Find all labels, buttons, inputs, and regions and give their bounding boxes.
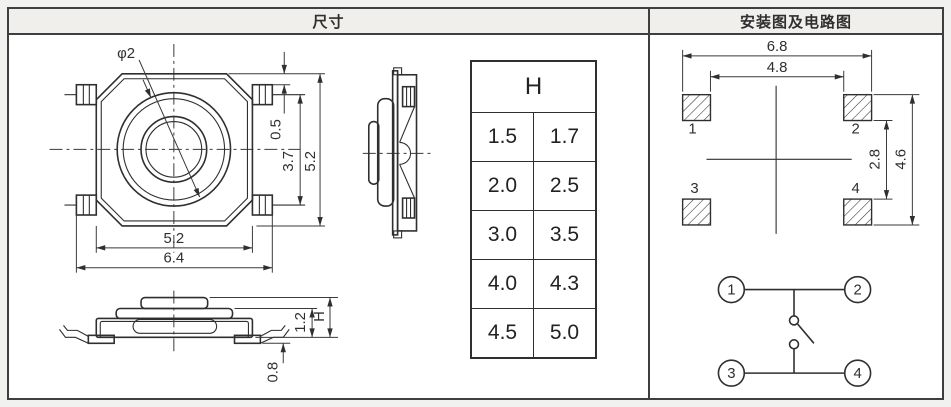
pad-label-3: 3 <box>690 181 698 197</box>
front-view-dimensions: 1.2 H 0.8 <box>209 297 338 383</box>
dim-label-4-6: 4.6 <box>893 149 909 170</box>
dim-label-6-4: 6.4 <box>163 251 184 267</box>
table-cell: 4.3 <box>533 259 597 309</box>
pad-label-4: 4 <box>852 181 860 197</box>
dim-label-3-7: 3.7 <box>281 151 297 172</box>
table-cell: 4.0 <box>470 259 534 309</box>
circuit-diagram: 1 2 3 4 <box>717 275 872 387</box>
mounting-panel: 1 2 3 4 6.8 4.8 <box>650 35 942 398</box>
switch-contact-bottom <box>788 339 800 350</box>
mounting-drawing: 1 2 3 4 6.8 4.8 <box>681 39 920 387</box>
terminal-label-4: 4 <box>854 366 862 382</box>
pad-1 <box>681 93 712 122</box>
table-row: 3.0 3.5 <box>470 210 597 260</box>
mounting-title: 安装图及电路图 <box>739 13 852 31</box>
dim-label-phi2: φ2 <box>117 46 135 62</box>
pad-4 <box>843 198 873 226</box>
terminal-4: 4 <box>843 359 872 387</box>
height-options-table: H 1.5 1.7 2.0 2.5 3.0 3.5 <box>470 60 597 359</box>
height-table-title: H <box>470 60 597 113</box>
dim-label-0-5: 0.5 <box>268 119 284 140</box>
table-row: 1.5 1.7 <box>470 112 597 162</box>
table-cell: 2.0 <box>470 161 534 211</box>
top-view <box>49 43 306 253</box>
dim-label-H: H <box>312 311 328 322</box>
drawing-frame: 尺寸 安装图及电路图 <box>7 7 944 400</box>
front-view <box>59 290 290 356</box>
lead-bottom-right <box>251 194 306 216</box>
table-cell: 1.7 <box>533 112 597 162</box>
table-cell: 5.0 <box>533 308 597 359</box>
terminal-label-2: 2 <box>854 283 862 299</box>
pad-layout: 1 2 3 4 <box>681 85 873 234</box>
dimensions-title: 尺寸 <box>312 13 345 31</box>
table-row: 4.0 4.3 <box>470 259 597 309</box>
dim-label-4-8: 4.8 <box>767 60 788 76</box>
table-cell: 4.5 <box>470 308 534 359</box>
header-cell-dimensions: 尺寸 <box>9 9 650 33</box>
dim-label-0-8: 0.8 <box>265 362 281 383</box>
dim-label-5-2-vertical: 5.2 <box>303 151 319 172</box>
table-cell: 2.5 <box>533 161 597 211</box>
side-view <box>362 67 433 239</box>
pad-label-2: 2 <box>852 121 860 137</box>
dim-label-5-2-horizontal: 5.2 <box>163 231 184 247</box>
dimension-drawing: φ2 0.5 3.7 5.2 <box>49 43 433 383</box>
terminal-label-3: 3 <box>727 366 735 382</box>
dimension-panel: φ2 0.5 3.7 5.2 <box>9 35 650 398</box>
top-view-dimensions: φ2 0.5 3.7 5.2 <box>75 46 326 273</box>
terminal-3: 3 <box>717 359 746 387</box>
lead-top-right <box>251 83 306 106</box>
content-row: φ2 0.5 3.7 5.2 <box>9 35 942 398</box>
table-row: 2.0 2.5 <box>470 161 597 211</box>
switch-contact-top <box>788 315 800 326</box>
pad-layout-dimensions: 6.8 4.8 2.8 4.6 <box>682 39 920 226</box>
terminal-label-1: 1 <box>727 283 735 299</box>
table-cell: 3.0 <box>470 210 534 260</box>
pad-label-1: 1 <box>688 121 696 137</box>
header-row: 尺寸 安装图及电路图 <box>9 9 942 35</box>
header-cell-mounting: 安装图及电路图 <box>650 9 942 33</box>
table-cell: 1.5 <box>470 112 534 162</box>
dim-label-1-2: 1.2 <box>293 312 309 333</box>
terminal-2: 2 <box>843 275 872 304</box>
pad-2 <box>843 93 873 122</box>
dim-label-6-8: 6.8 <box>767 39 788 55</box>
lead-top-left <box>64 83 98 106</box>
dim-label-2-8: 2.8 <box>868 149 884 170</box>
lead-bottom-left <box>64 194 98 216</box>
table-row: 4.5 5.0 <box>470 308 597 359</box>
terminal-1: 1 <box>717 275 746 304</box>
pad-3 <box>681 198 712 226</box>
table-cell: 3.5 <box>533 210 597 260</box>
